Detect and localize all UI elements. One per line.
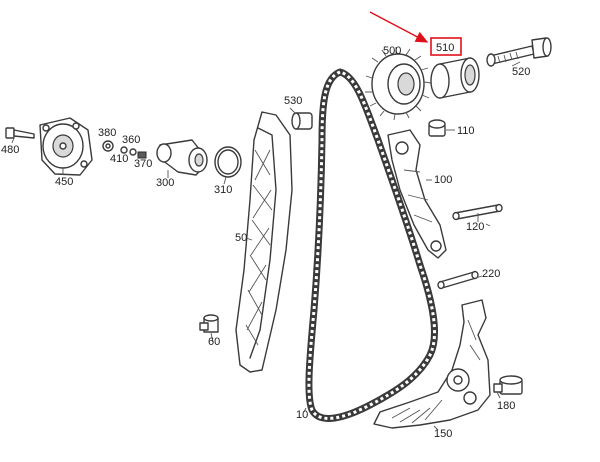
part-530: [291, 112, 313, 130]
label-480: 480: [1, 144, 19, 156]
bolt-520: [486, 37, 552, 67]
label-500: 500: [383, 45, 401, 57]
label-100: 100: [434, 174, 452, 186]
highlight-arrow: [369, 11, 429, 43]
pin-60: [199, 314, 219, 343]
bolt-180: [493, 375, 523, 395]
label-180: 180: [497, 400, 515, 412]
bushing-510: [430, 57, 480, 99]
tensioner-rail-100: [387, 129, 447, 259]
label-300: 300: [156, 177, 174, 189]
label-380: 380: [98, 127, 116, 139]
highlight-box: [430, 37, 462, 56]
part-labels: 10 50 60 100 110 120 150 180 220 300 310…: [1, 42, 530, 440]
label-60: 60: [208, 336, 220, 348]
guide-rail-50: [235, 111, 293, 373]
bolt-110: [428, 119, 455, 137]
label-450: 450: [55, 176, 73, 188]
highlight-annotation: [369, 11, 462, 56]
label-370: 370: [134, 158, 152, 170]
bolt-480: [5, 127, 35, 139]
label-530: 530: [284, 95, 302, 107]
label-110: 110: [457, 125, 475, 137]
slide-rail-150: [373, 299, 491, 429]
label-50: 50: [235, 232, 247, 244]
label-410: 410: [110, 153, 128, 165]
leader-lines: [11, 61, 521, 431]
chain-tensioner-300: [156, 139, 208, 176]
seal-ring-310: [214, 146, 242, 178]
cover-450: [39, 117, 93, 176]
pin-220: [437, 270, 479, 290]
label-510: 510: [436, 42, 454, 54]
timing-chain: [305, 68, 439, 422]
label-10: 10: [296, 409, 308, 421]
sprocket-500: [365, 47, 432, 121]
label-220: 220: [482, 268, 500, 280]
pin-120: [452, 203, 503, 222]
label-310: 310: [214, 184, 232, 196]
label-360: 360: [122, 134, 140, 146]
label-520: 520: [512, 66, 530, 78]
small-parts-cluster: [102, 140, 147, 159]
label-150: 150: [434, 428, 452, 440]
label-120: 120: [466, 221, 484, 233]
